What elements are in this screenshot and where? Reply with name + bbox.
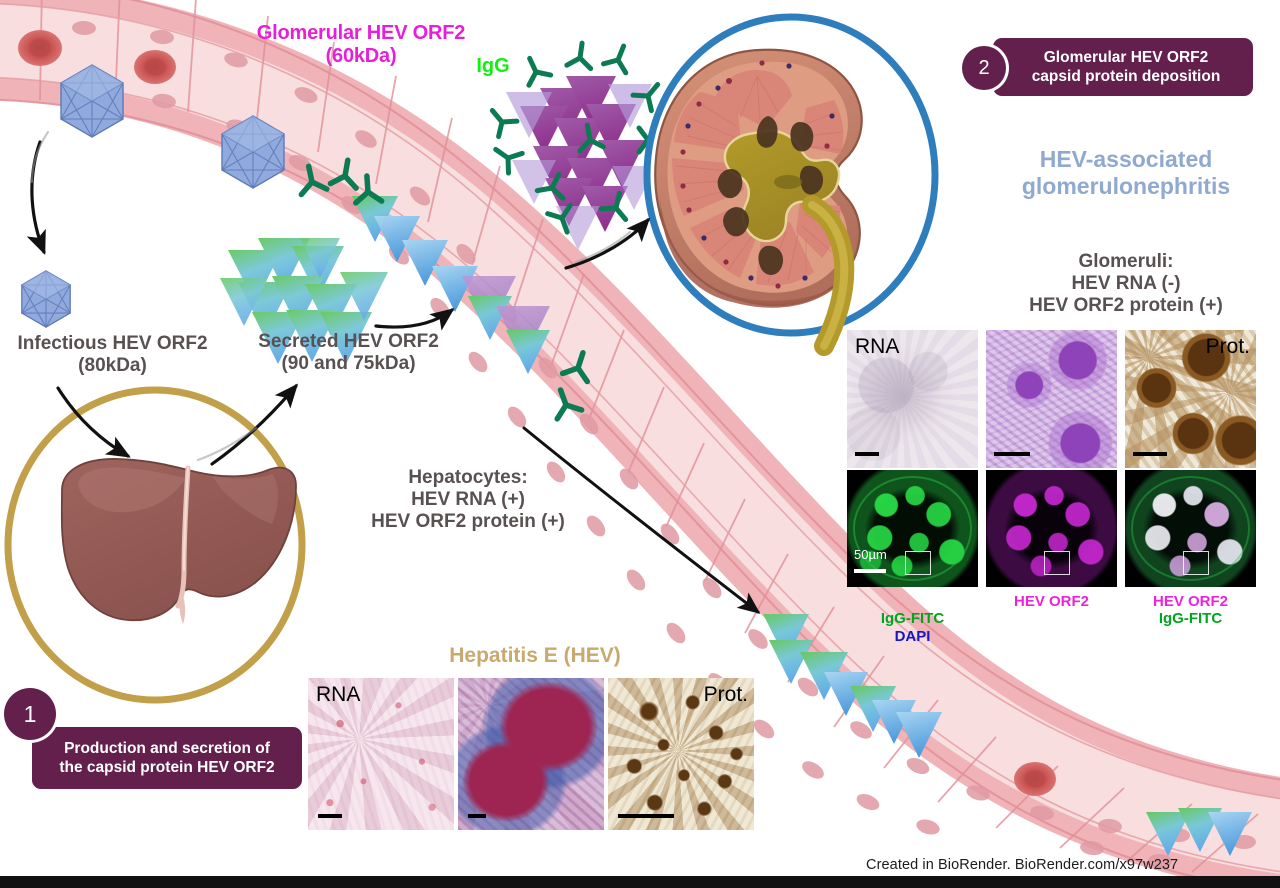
roi-box [1183,551,1209,575]
heading-hev-glomerulonephritis: HEV-associated glomerulonephritis [1021,146,1231,200]
scale-bar [618,814,674,818]
roi-box [1044,551,1070,575]
scale-bar [318,814,342,818]
bottom-bar [0,876,1280,888]
scale-bar [1133,452,1167,456]
liver-illustration [4,386,306,704]
red-blood-cells [18,30,1056,796]
caption-merge-iggfitc-line: IgG-FITC [1158,610,1223,628]
kidney-panel-protein: Prot. [1125,330,1256,468]
virion-icosahedron [60,63,285,190]
kidney-panel-rna-tag: RNA [855,335,900,358]
secreted-orf2-cluster [220,238,388,364]
immune-complex-cluster [489,40,666,250]
caption-iggfitc-line: IgG-FITC [880,610,945,628]
orf2-in-vessel-upper [352,196,550,374]
scale-bar [994,452,1030,456]
label-secreted-orf2: Secreted HEV ORF2 (90 and 75kDa) [258,331,439,374]
kidney-panel-orf2 [986,470,1117,587]
kidney-panel-merge [1125,470,1256,587]
caption-merge-orf2-line: HEV ORF2 [1152,593,1228,610]
liver-panel-protein: Prot. [608,678,754,830]
label-hepatocytes: Hepatocytes: HEV RNA (+) HEV ORF2 protei… [371,467,565,532]
igg-antibodies [298,157,591,422]
scale-bar [854,569,886,573]
kidney-panel-protein-tag: Prot. [1205,335,1250,358]
caption-orf2: HEV ORF2 [1013,593,1089,610]
scale-label-50um: 50µm [854,547,887,562]
liver-panel-rna: RNA [308,678,454,830]
scale-bar [855,452,879,456]
roi-box [905,551,931,575]
label-igg: IgG [476,55,510,77]
orf2-in-vessel-lower [763,614,942,758]
free-virion [20,269,72,329]
kidney-illustration [643,13,939,356]
step-1-number: 1 [4,688,56,740]
liver-panel-rna-tag: RNA [316,683,361,706]
kidney-panel-pas [986,330,1117,468]
step-1-box: Production and secretion of the capsid p… [32,727,302,789]
liver-panel-trichrome [458,678,604,830]
step-2-box: Glomerular HEV ORF2 capsid protein depos… [993,38,1253,96]
caption-dapi-line: DAPI [894,627,931,645]
kidney-panel-rna: RNA [847,330,978,468]
step-2-number: 2 [962,46,1006,90]
label-glomeruli: Glomeruli: HEV RNA (-) HEV ORF2 protein … [1029,251,1223,316]
liver-panel-protein-tag: Prot. [703,683,748,706]
label-glomerular-orf2: Glomerular HEV ORF2 (60kDa) [256,22,466,67]
kidney-panel-iggfitc: 50µm [847,470,978,587]
scale-bar [468,814,486,818]
orf2-corner [1146,808,1252,856]
label-infectious-orf2: Infectious HEV ORF2 (80kDa) [17,333,208,376]
heading-hepatitis-e: Hepatitis E (HEV) [449,644,621,667]
biorender-credit: Created in BioRender. BioRender.com/x97w… [866,857,1179,873]
